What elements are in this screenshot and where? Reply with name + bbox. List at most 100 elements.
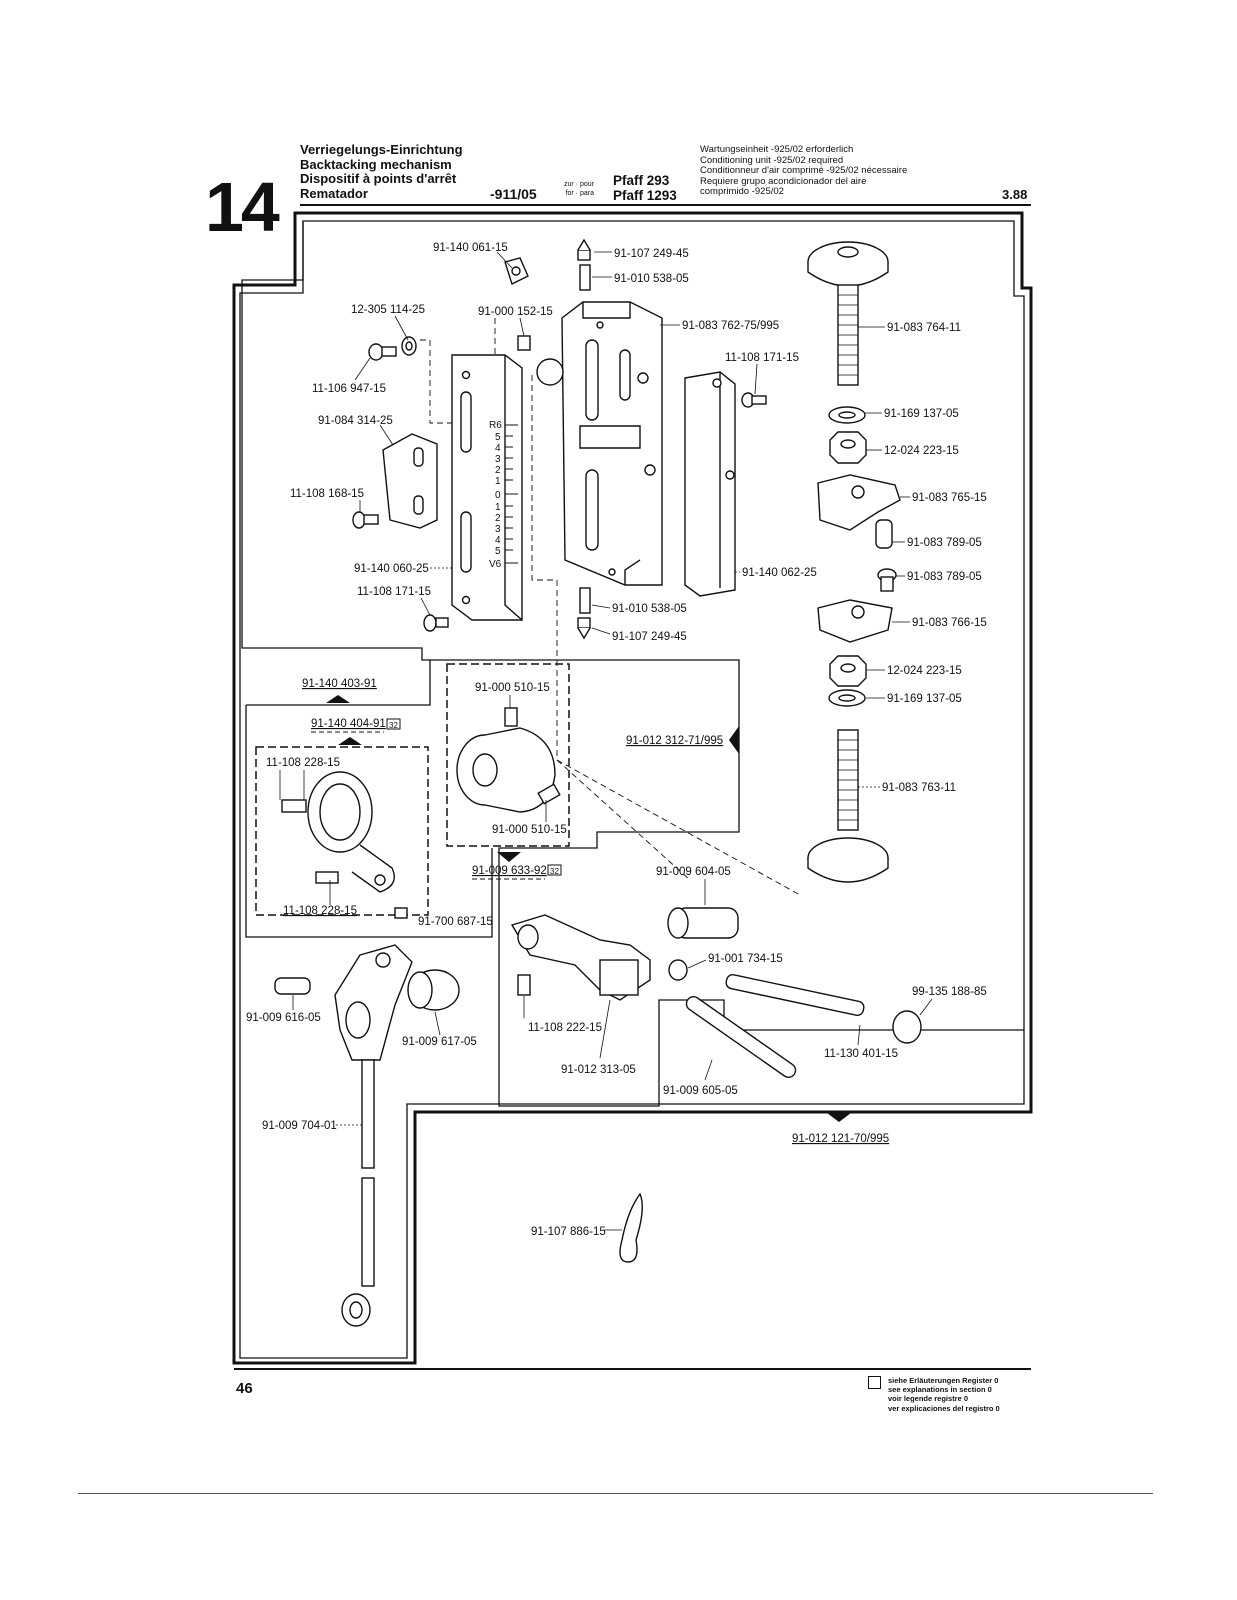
part-label: 91-000 152-15 (478, 306, 553, 318)
legend-en: see explanations in section 0 (888, 1385, 992, 1395)
leader-p1 (496, 251, 513, 269)
lever-eye (375, 952, 391, 968)
legend-es: ver explicaciones del registro 0 (888, 1403, 1000, 1413)
leader-p41 (599, 999, 611, 1059)
part-label: 11-108 228-15 (283, 905, 357, 917)
leader-p40 (434, 1011, 441, 1036)
part-label: 91-084 314-25 (318, 415, 393, 427)
outer-frame (232, 211, 1033, 1365)
scale-label-v6: V6 (489, 559, 502, 570)
bushing-ring (536, 358, 564, 386)
leader-p22 (591, 627, 611, 635)
bracket-slot-1 (413, 447, 424, 467)
conditioning-notes: Wartungseinheit -925/02 erforderlich Con… (700, 144, 980, 198)
part-label: 91-107 249-45 (612, 631, 687, 643)
scale-label-5b: 5 (495, 546, 501, 557)
part-label: 91-009 617-05 (402, 1036, 477, 1048)
set-screw-tip-bottom (577, 627, 591, 640)
part-label: 91-083 766-15 (912, 617, 987, 629)
part-label: 91-000 510-15 (475, 682, 550, 694)
title-es: Rematador (300, 185, 368, 201)
collar-set-screw-2 (537, 783, 561, 805)
part-label: 11-108 171-15 (357, 586, 431, 598)
pin-upper (875, 519, 893, 549)
section-badges: 32 32 (386, 718, 562, 876)
screw-shaft-168 (363, 514, 379, 525)
for-label-bottom: for · para (565, 190, 594, 197)
scale-slot-upper (460, 391, 472, 453)
scale-label-0: 0 (495, 490, 501, 501)
part-label: 91-009 704-01 (262, 1120, 337, 1132)
part-label: 91-009 605-05 (663, 1085, 738, 1097)
frame-outlines (232, 211, 1033, 1365)
for-label-top: zur · pour (564, 181, 594, 188)
for-label: zur · pour for · para (564, 180, 594, 198)
screw-700 (394, 907, 408, 919)
title-en: Backtacking mechanism (300, 156, 452, 172)
part-label: 91-140 060-25 (354, 563, 429, 575)
part-label: 11-108 222-15 (528, 1022, 602, 1034)
scale-label-2a: 2 (495, 465, 501, 476)
scale-hole-1 (461, 370, 471, 380)
part-label: 12-024 223-15 (887, 665, 962, 677)
scale-plate-edge (504, 355, 523, 621)
part-label: 91-009 616-05 (246, 1012, 321, 1024)
note-en: Conditioning unit -925/02 required (700, 154, 844, 166)
part-label: 91-001 734-15 (708, 953, 783, 965)
leader-p9 (354, 357, 371, 381)
housing-hole-4 (608, 568, 616, 576)
scale-hole-2 (461, 595, 471, 605)
sleeve-604-face (667, 907, 689, 939)
part-label: 12-305 114-25 (351, 304, 425, 316)
scale-label-1b: 1 (495, 502, 501, 513)
part-label: 91-009 633-92 (472, 865, 547, 877)
scale-label-5a: 5 (495, 432, 501, 443)
scale-label-3b: 3 (495, 524, 501, 535)
washer-small-hole (405, 341, 413, 351)
screw-head-171 (423, 614, 437, 632)
part-label: 91-140 404-91 (311, 718, 386, 730)
footer-rule (234, 1368, 1031, 1370)
backtack-block (599, 959, 639, 996)
machine-293: Pfaff 293 (613, 173, 670, 188)
badge-box-404 (386, 718, 401, 730)
lever-casting (334, 944, 413, 1061)
nut-734 (668, 959, 688, 981)
dashed-box-404 (255, 746, 429, 916)
header-rule (300, 204, 1031, 206)
long-screw-401 (725, 974, 865, 1016)
arrow-up-404 (338, 737, 362, 745)
housing-crossbar (579, 425, 641, 449)
part-label: 11-108 171-15 (725, 352, 799, 364)
set-screw-tip-top (577, 238, 591, 251)
scan-edge-line (78, 1493, 1153, 1494)
screw-shaft-947 (381, 346, 397, 357)
pin-lower (880, 576, 894, 592)
nut-top-hole (840, 439, 856, 449)
dashed-underlines (311, 731, 545, 880)
badge-box-633 (547, 864, 562, 876)
leader-p20 (591, 604, 611, 609)
top-screw-thread (838, 294, 858, 376)
screw-222 (517, 974, 531, 996)
inner-frame (239, 220, 1025, 1359)
part-label: 91-012 312-71/995 (626, 735, 723, 747)
clamp-block-lower (817, 599, 893, 643)
clamp-screw-2 (315, 871, 339, 884)
part-label: 11-106 947-15 (312, 383, 386, 395)
part-label: 91-009 604-05 (656, 866, 731, 878)
clamp-block-upper (817, 474, 901, 531)
part-label: 91-083 765-15 (912, 492, 987, 504)
leader-p29 (279, 770, 305, 800)
housing-slot-3 (619, 349, 631, 401)
clamp-lower-hole (851, 605, 865, 619)
footer-legend: siehe Erläuterungen Register 0 see expla… (888, 1376, 1000, 1413)
title-de: Verriegelungs-Einrichtung (300, 142, 463, 157)
reference-arrows (326, 695, 851, 1122)
bushing-617-face (407, 971, 433, 1009)
part-label: 11-108 168-15 (290, 488, 364, 500)
section-number: 14 (205, 168, 280, 246)
housing-hole-1 (637, 372, 649, 384)
top-knob-rim (807, 262, 889, 287)
